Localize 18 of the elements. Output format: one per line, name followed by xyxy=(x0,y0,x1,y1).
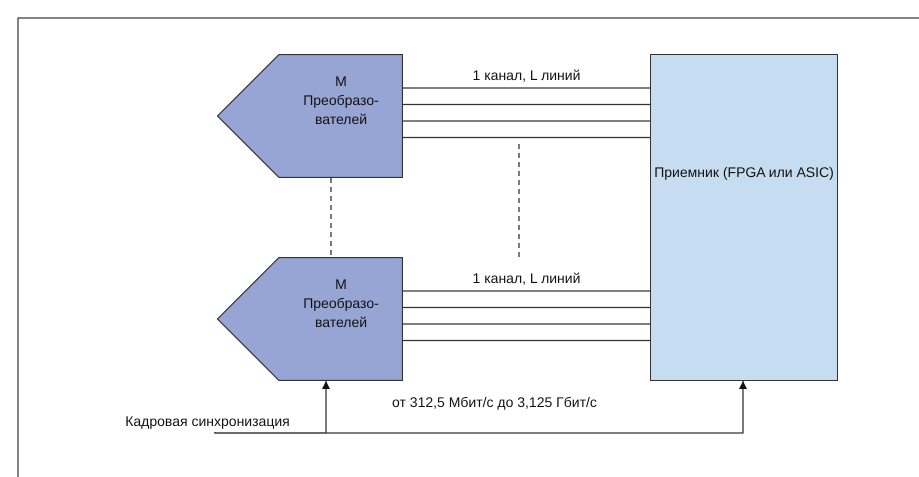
receiver-box xyxy=(650,54,838,381)
connector-line xyxy=(403,136,650,138)
connector-line xyxy=(403,120,650,122)
data-rate-label: от 312,5 Мбит/с до 3,125 Гбит/с xyxy=(392,394,597,410)
connector-line xyxy=(403,323,650,325)
connector-line xyxy=(403,306,650,308)
sync-label-text: Кадровая синхронизация xyxy=(124,412,291,431)
node-label: Приемник (FPGA или ASIC) xyxy=(653,163,835,182)
connector-line xyxy=(330,178,332,257)
connector-line xyxy=(403,290,650,292)
connector-line xyxy=(403,87,650,89)
node-label: M Преобразо- вателей xyxy=(302,72,380,129)
edge-label: 1 канал, L линий xyxy=(472,270,580,286)
connector-line xyxy=(403,340,650,342)
connector-line xyxy=(403,104,650,106)
arrow xyxy=(214,381,747,434)
node-label: M Преобразо- вателей xyxy=(302,275,380,332)
edge-label: 1 канал, L линий xyxy=(472,67,580,83)
